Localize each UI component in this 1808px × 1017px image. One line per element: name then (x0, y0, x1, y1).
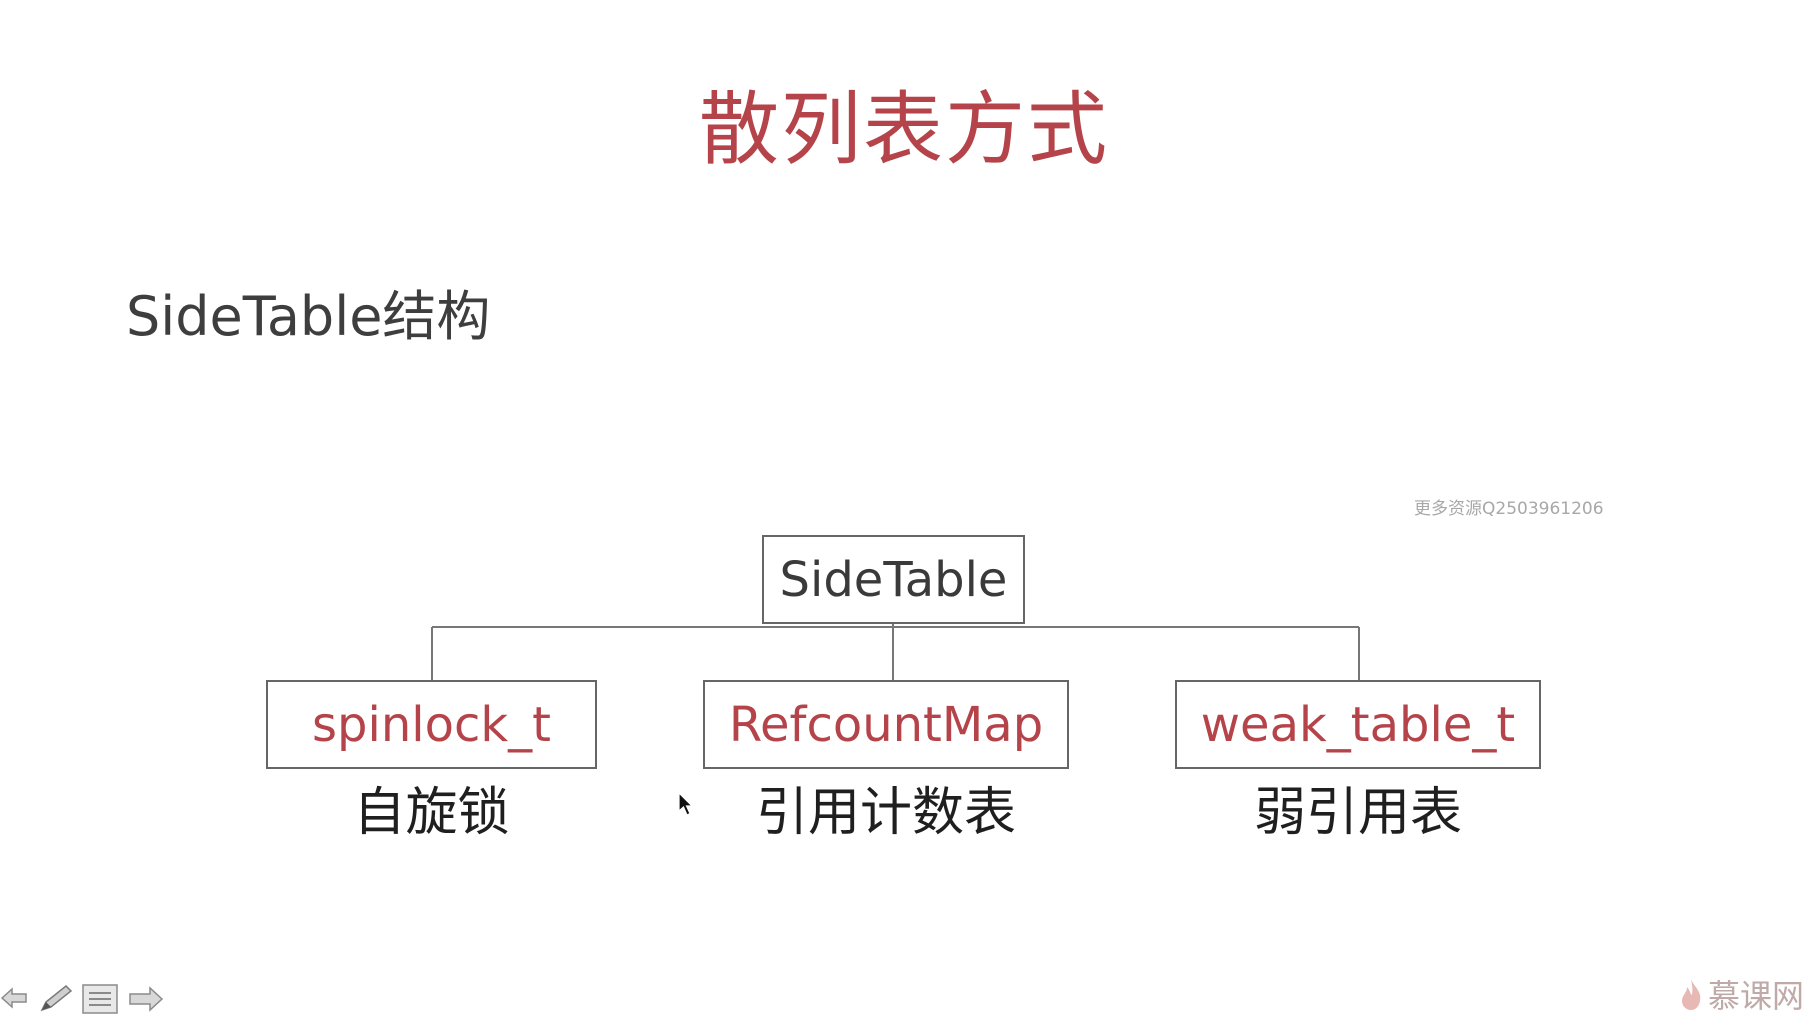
caption-weaktable: 弱引用表 (1253, 783, 1462, 843)
node-sidetable-label: SideTable (779, 551, 1008, 608)
node-refcountmap: RefcountMap (703, 680, 1069, 769)
brand-logo: 慕课网 (1678, 972, 1808, 1016)
node-refcountmap-label: RefcountMap (728, 696, 1044, 753)
node-spinlock: spinlock_t (266, 680, 597, 769)
node-sidetable: SideTable (762, 535, 1025, 624)
arrow-right-icon[interactable] (128, 984, 164, 1014)
node-weaktable: weak_table_t (1175, 680, 1541, 769)
brand-name: 慕课网 (1708, 977, 1805, 1015)
watermark-text: 更多资源Q2503961206 (1414, 499, 1604, 519)
node-spinlock-label: spinlock_t (312, 696, 551, 753)
node-weaktable-label: weak_table_t (1200, 696, 1516, 753)
flame-icon (1682, 979, 1701, 1010)
pen-icon[interactable] (38, 984, 74, 1014)
caption-refcountmap: 引用计数表 (755, 783, 1016, 843)
slide-title: 散列表方式 (699, 83, 1109, 176)
slideshow-toolbar (0, 978, 180, 1016)
mouse-cursor-icon (678, 792, 694, 816)
section-subtitle: SideTable结构 (126, 285, 491, 348)
arrow-left-icon[interactable] (0, 984, 28, 1012)
menu-icon[interactable] (82, 984, 118, 1014)
caption-spinlock: 自旋锁 (353, 783, 510, 843)
